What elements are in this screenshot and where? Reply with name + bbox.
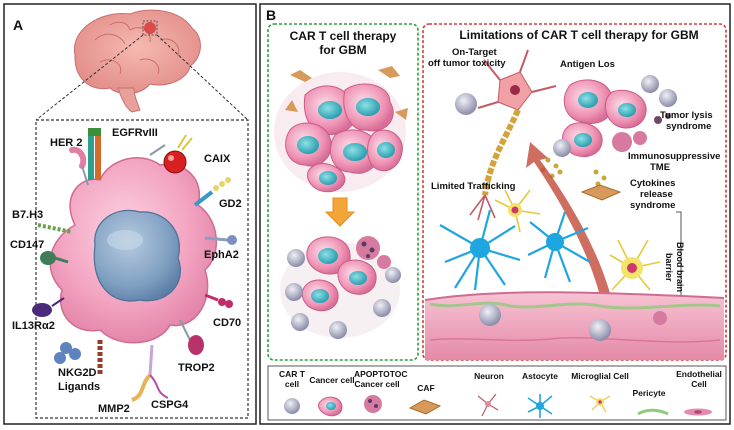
label-nkg2d: NKG2D <box>58 367 97 379</box>
legend-apoptotic-1: APOPTOTOC <box>354 369 408 379</box>
microglia-right <box>609 239 661 291</box>
receptor-il13ra2 <box>32 297 65 317</box>
legend-microglial: Microglial Cell <box>571 371 629 381</box>
legend-pericyte: Pericyte <box>632 388 666 398</box>
label-nkg2d-ligands: Ligands <box>58 381 101 393</box>
label-cspg4: CSPG4 <box>151 399 189 411</box>
receptor-cspg4 <box>131 344 169 402</box>
legend-cart-2: cell <box>284 379 300 389</box>
microglia-top <box>494 189 541 233</box>
receptor-trop2 <box>179 319 204 355</box>
cytokine-dots <box>540 157 607 187</box>
limitations-title: Limitations of CAR T cell therapy for GB… <box>459 28 699 42</box>
receptor-cd147 <box>40 251 69 265</box>
label-immunosuppressive: Immunosuppressive <box>628 151 721 162</box>
label-gd2: GD2 <box>219 198 242 210</box>
receptor-gd2 <box>193 177 231 207</box>
legend-endothelial-1: Endothelial <box>676 369 722 379</box>
tcell-ontarget <box>455 93 477 115</box>
blood-vessel <box>424 291 725 360</box>
tumor-cell <box>49 157 217 344</box>
receptor-b7h3 <box>37 223 73 234</box>
receptor-cd70 <box>204 293 233 308</box>
label-il13ra2: IL13Rα2 <box>12 320 55 332</box>
label-on-target: On-Target <box>452 47 497 58</box>
receptor-nkg2d <box>54 342 81 364</box>
caf-cell <box>580 184 622 201</box>
label-tumor-lysis: Tumor lysis <box>660 110 713 121</box>
label-bbb-line2: barrier <box>664 253 674 282</box>
legend-astrocyte: Astocyte <box>522 371 558 381</box>
label-cd147: CD147 <box>10 239 45 251</box>
label-antigen-loss: Antigen Los <box>560 59 615 70</box>
legend-caf: CAF <box>417 383 435 393</box>
label-egfrviii: EGFRvIII <box>112 127 158 139</box>
receptor-egfrviii <box>88 128 101 180</box>
astrocyte-right <box>527 211 591 283</box>
label-epha2: EphA2 <box>204 249 239 261</box>
therapy-title-line1: CAR T cell therapy <box>289 29 397 43</box>
therapy-arrow <box>324 197 356 227</box>
label-cytokines-syndrome: syndrome <box>630 200 676 211</box>
legend-endothelial-2: Cell <box>691 379 707 389</box>
label-tme: TME <box>650 162 671 173</box>
label-b7h3: B7.H3 <box>12 209 44 221</box>
legend-cart-1: CAR T <box>279 369 305 379</box>
panel-b-letter: B <box>266 7 277 23</box>
panel-a-letter: A <box>13 17 24 33</box>
astrocyte-large <box>439 209 521 291</box>
label-limited-trafficking: Limited Trafficking <box>431 181 516 192</box>
label-tumor-lysis-syndrome: syndrome <box>666 121 712 132</box>
zoom-box <box>35 119 249 419</box>
label-cytokines: Cytokines <box>630 178 676 189</box>
neuron-illustration <box>469 49 557 221</box>
tumor-cluster <box>274 66 408 193</box>
label-trop2: TROP2 <box>178 362 215 374</box>
label-caix: CAIX <box>204 153 231 165</box>
antigen-loss-cluster <box>553 75 677 158</box>
trafficking-arrow <box>526 142 616 318</box>
label-bbb-line1: Blood brain <box>675 242 685 292</box>
label-cytokines-release: release <box>640 189 673 200</box>
label-off-tumor: off tumor toxicity <box>428 58 506 69</box>
legend-neuron: Neuron <box>474 371 504 381</box>
receptor-her2 <box>69 146 89 186</box>
label-mmp2: MMP2 <box>98 403 130 415</box>
label-cd70: CD70 <box>213 317 242 329</box>
label-her2: HER 2 <box>50 137 83 149</box>
receptor-caix <box>149 134 193 174</box>
brain-illustration <box>74 9 201 113</box>
therapy-title-line2: for GBM <box>319 43 367 57</box>
receptor-epha2 <box>204 235 237 245</box>
legend-apoptotic-2: Cancer cell <box>354 379 400 389</box>
legend-cancer: Cancer cell <box>309 375 355 385</box>
attacked-cluster <box>280 236 401 339</box>
legend-icons <box>284 393 712 418</box>
